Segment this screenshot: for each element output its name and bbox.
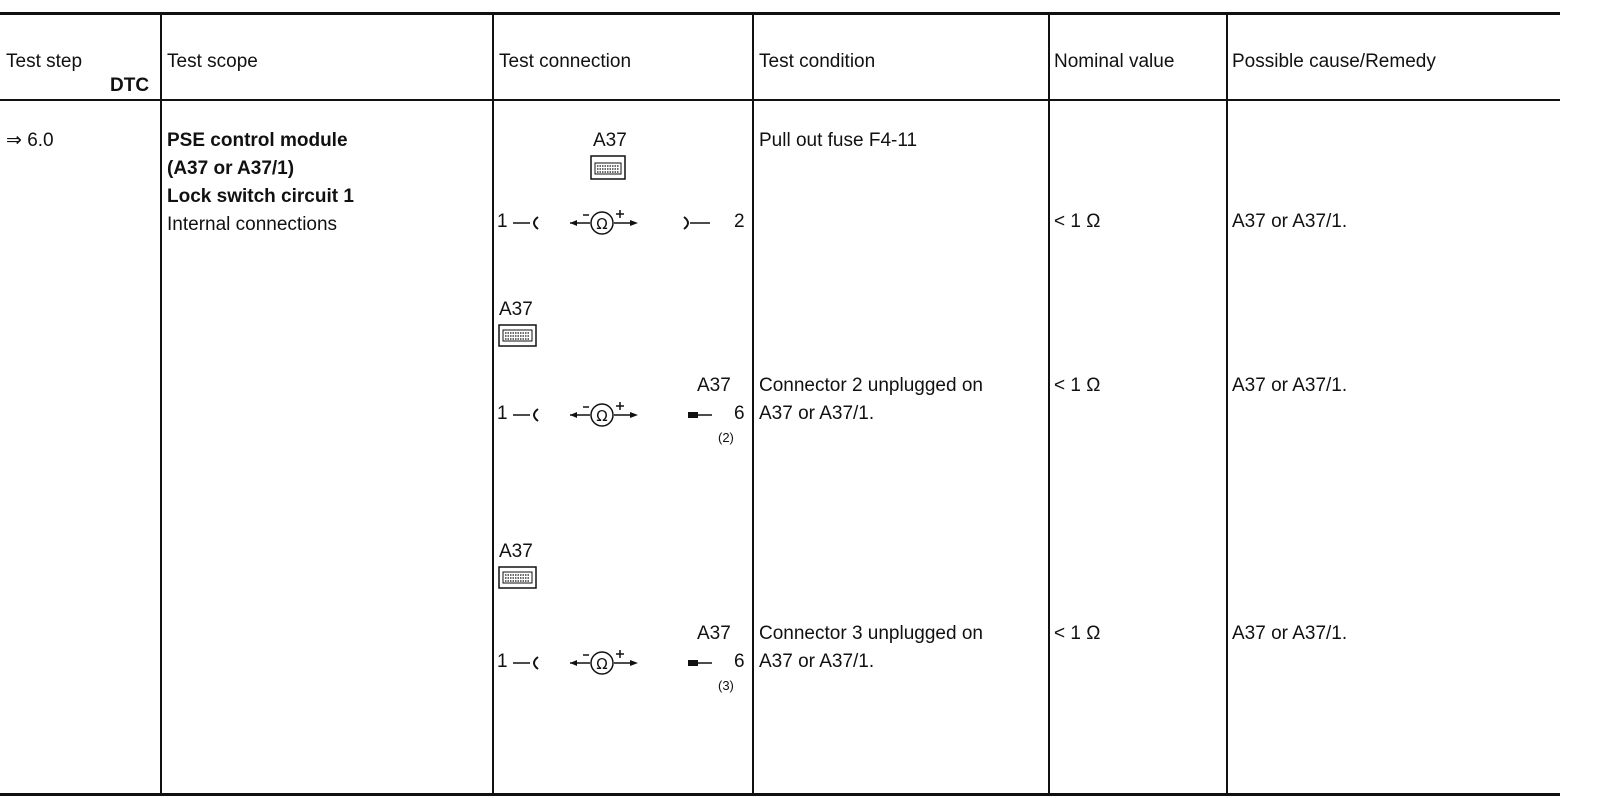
column-divider-2 (492, 14, 494, 794)
row2-footnote: (2) (718, 430, 734, 445)
table-bottom-border (0, 793, 1560, 796)
row3-condition-line1: Connector 3 unplugged on (759, 623, 983, 644)
scope-description: Internal connections (167, 214, 338, 235)
row2-condition-line2: A37 or A37/1. (759, 403, 875, 424)
header-test-condition: Test condition (759, 51, 876, 72)
connector-block-icon (498, 324, 537, 347)
connector-block-icon (498, 566, 537, 589)
plug-socket-icon (688, 412, 712, 418)
header-possible-cause: Possible cause/Remedy (1232, 51, 1436, 72)
header-dtc: DTC (110, 75, 150, 96)
row2-pin-right: 6 (734, 403, 745, 424)
scope-circuit: Lock switch circuit 1 (167, 186, 354, 207)
ohmmeter-icon: Ω (570, 210, 638, 235)
row1-condition: Pull out fuse F4-11 (759, 130, 918, 151)
row1-pin-right: 2 (734, 211, 745, 232)
plug-socket-icon (688, 660, 712, 666)
column-divider-4 (1048, 14, 1050, 794)
row1-remedy: A37 or A37/1. (1232, 211, 1348, 232)
row2-condition-line1: Connector 2 unplugged on (759, 375, 983, 396)
test-step-value: ⇒ 6.0 (6, 130, 54, 151)
row3-connector-label: A37 (499, 541, 533, 562)
row3-footnote: (3) (718, 678, 734, 693)
header-nominal-value: Nominal value (1054, 51, 1175, 72)
row2-right-label: A37 (697, 375, 731, 396)
row1-nominal: < 1 Ω (1054, 211, 1101, 232)
plug-icon (683, 216, 710, 230)
svg-text:Ω: Ω (596, 655, 607, 673)
scope-title: PSE control module (167, 130, 348, 151)
row3-right-label: A37 (697, 623, 731, 644)
row2-nominal: < 1 Ω (1054, 375, 1101, 396)
header-test-scope: Test scope (167, 51, 258, 72)
connector-block-icon (590, 155, 626, 180)
scope-module: (A37 or A37/1) (167, 158, 295, 179)
row3-nominal: < 1 Ω (1054, 623, 1101, 644)
row2-pin-left: 1 (497, 403, 508, 424)
socket-icon (513, 656, 539, 670)
ohmmeter-icon: Ω (570, 402, 638, 427)
header-test-step: Test step (6, 51, 83, 72)
ohmmeter-icon: Ω (570, 650, 638, 675)
row3-pin-right: 6 (734, 651, 745, 672)
svg-text:Ω: Ω (596, 215, 607, 233)
header-bottom-border (0, 99, 1560, 101)
row3-condition-line2: A37 or A37/1. (759, 651, 875, 672)
row1-pin-left: 1 (497, 211, 508, 232)
row2-remedy: A37 or A37/1. (1232, 375, 1348, 396)
row3-pin-left: 1 (497, 651, 508, 672)
row3-remedy: A37 or A37/1. (1232, 623, 1348, 644)
svg-text:Ω: Ω (596, 407, 607, 425)
row1-connector-label: A37 (593, 130, 627, 151)
table-top-border (0, 12, 1560, 15)
header-test-connection: Test connection (499, 51, 632, 72)
socket-icon (513, 408, 539, 422)
column-divider-5 (1226, 14, 1228, 794)
row2-connector-label: A37 (499, 299, 533, 320)
column-divider-3 (752, 14, 754, 794)
socket-icon (513, 216, 539, 230)
column-divider-1 (160, 14, 162, 794)
